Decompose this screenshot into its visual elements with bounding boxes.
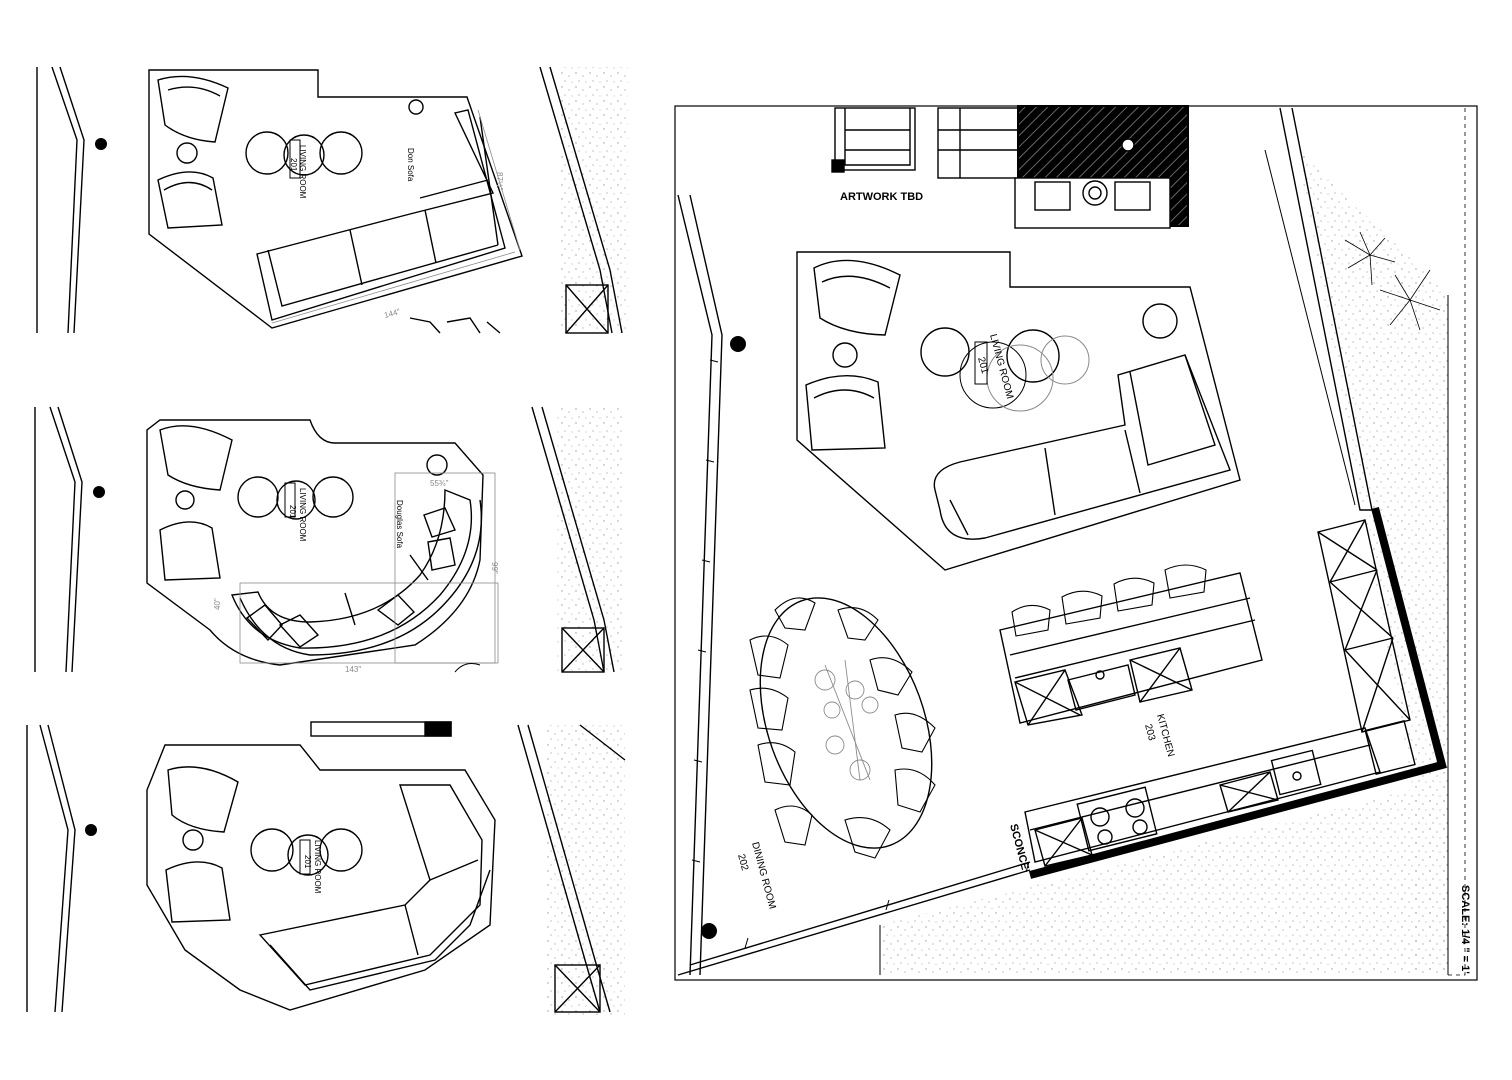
panel-c bbox=[26, 721, 626, 1015]
dining-chairs bbox=[749, 597, 936, 859]
panel-b-dim-top: 55¾" bbox=[430, 479, 449, 488]
panel-a-room-label: LIVING ROOM bbox=[298, 145, 307, 199]
stair bbox=[834, 107, 916, 171]
artwork-label: ARTWORK TBD bbox=[840, 191, 923, 203]
panel-b-room-label: LIVING ROOM bbox=[298, 488, 307, 542]
range bbox=[1076, 786, 1158, 852]
panel-b-room-number: 201 bbox=[288, 505, 297, 519]
kitchen-island bbox=[999, 572, 1263, 724]
panel-a-room-number: 201 bbox=[289, 158, 298, 172]
living-room-number: 201 bbox=[975, 356, 990, 375]
sconce-label: SCONCE bbox=[1007, 823, 1031, 872]
panel-b-sofa-label: Douglas Sofa bbox=[395, 500, 404, 549]
main-plan bbox=[674, 105, 1478, 981]
panel-b bbox=[34, 406, 624, 673]
column-dot bbox=[730, 336, 746, 352]
panel-c-room-label: LIVING ROOM bbox=[313, 840, 322, 894]
panel-b-dim-left: 40" bbox=[213, 598, 222, 610]
panel-a-sofa-label: Don Sofa bbox=[406, 148, 415, 182]
planter-plant bbox=[1344, 231, 1441, 331]
panel-b-dim-bottom: 143" bbox=[345, 665, 361, 674]
column-dot bbox=[701, 923, 717, 939]
kitchen-label: KITCHEN bbox=[1154, 713, 1176, 758]
dining-room-number: 202 bbox=[735, 853, 750, 872]
panel-c-room-number: 201 bbox=[303, 855, 312, 869]
column-dot bbox=[93, 486, 105, 498]
dining-room-label: DINING ROOM bbox=[749, 841, 777, 910]
column-dot bbox=[95, 138, 107, 150]
scale-label: SCALE: 1/4 " = 1' bbox=[1459, 885, 1471, 974]
kitchen-number: 203 bbox=[1142, 723, 1157, 742]
panel-a bbox=[36, 66, 628, 334]
dining-table bbox=[759, 597, 933, 849]
panel-b-dim-height: 99" bbox=[490, 562, 499, 574]
panel-a-dim-width: 144" bbox=[383, 307, 401, 320]
panel-a-dim-depth: 87½" bbox=[495, 172, 504, 191]
column-dot bbox=[85, 824, 97, 836]
living-rug bbox=[796, 251, 1241, 571]
